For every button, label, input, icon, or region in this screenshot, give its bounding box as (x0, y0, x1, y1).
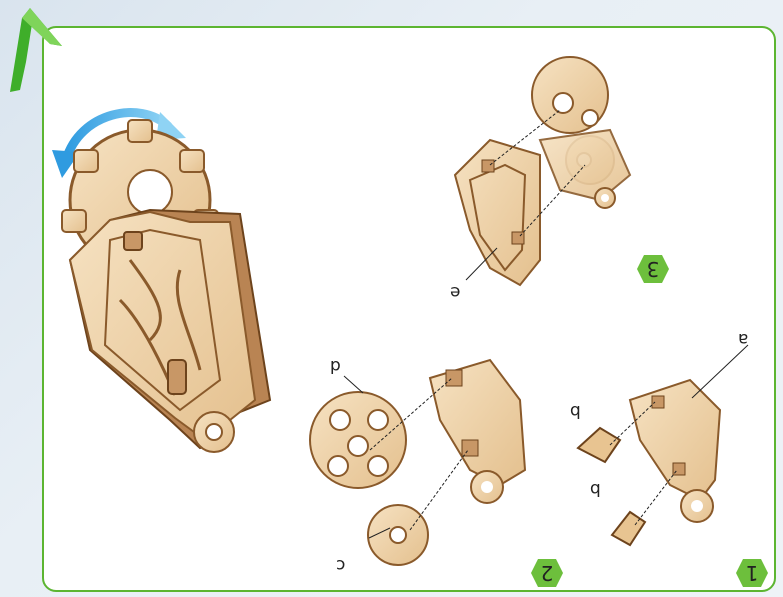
label-c: c (336, 556, 345, 573)
label-b-bottom: b (590, 480, 601, 497)
back-arrow-icon[interactable] (10, 8, 62, 92)
step-badge-3: 3 (636, 254, 670, 284)
step-number: 1 (735, 558, 769, 588)
label-d: d (330, 357, 341, 374)
step-badge-1: 1 (735, 558, 769, 588)
step2-illustration (310, 360, 525, 565)
step-number: 2 (530, 558, 564, 588)
label-a: a (738, 330, 748, 347)
step1-illustration (578, 345, 748, 545)
step3-illustration (455, 57, 630, 285)
label-b-top: b (570, 402, 581, 419)
step-badge-2: 2 (530, 558, 564, 588)
label-e: e (450, 283, 460, 300)
step-number: 3 (636, 254, 670, 284)
assembled-model-illustration (62, 120, 270, 452)
